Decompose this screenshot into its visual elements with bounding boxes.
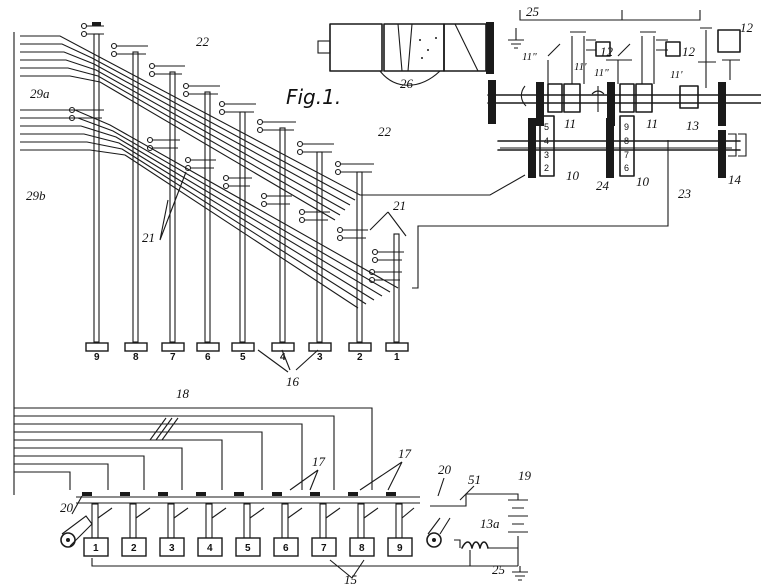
upper-key-6 bbox=[196, 342, 220, 352]
wire-bundle-29a bbox=[13, 32, 412, 495]
label-19: 19 bbox=[518, 468, 532, 483]
wheel-b-digit: 7 bbox=[624, 150, 629, 160]
wheel-a-digit: 4 bbox=[544, 136, 549, 146]
upper-key-label: 6 bbox=[205, 352, 211, 363]
label-20-a: 20 bbox=[60, 500, 74, 515]
upper-key-label: 9 bbox=[94, 352, 100, 363]
label-16: 16 bbox=[286, 374, 300, 389]
lower-key-8 bbox=[349, 537, 375, 557]
upper-key-2 bbox=[348, 342, 372, 352]
upper-keys: 9 8 7 6 5 4 3 2 1 bbox=[85, 342, 409, 363]
label-10-a: 10 bbox=[566, 168, 580, 183]
label-24: 24 bbox=[596, 178, 610, 193]
label-11-a: 11 bbox=[564, 116, 576, 131]
upper-key-label: 2 bbox=[357, 352, 363, 363]
label-23: 23 bbox=[678, 186, 692, 201]
motor-26 bbox=[317, 22, 494, 86]
label-51: 51 bbox=[468, 472, 481, 487]
lower-key-label: 7 bbox=[321, 543, 327, 554]
lower-key-7 bbox=[311, 537, 337, 557]
label-25-top: 25 bbox=[526, 4, 540, 19]
upper-key-label: 8 bbox=[133, 352, 139, 363]
lower-key-4 bbox=[197, 537, 223, 557]
wire-bundle-18 bbox=[14, 407, 373, 490]
label-11-b: 11 bbox=[646, 116, 658, 131]
label-12-top: 12 bbox=[740, 20, 754, 35]
label-14: 14 bbox=[728, 172, 742, 187]
label-12-a: 12 bbox=[600, 44, 614, 59]
label-22-top: 22 bbox=[196, 34, 210, 49]
figure-title: Fig.1. bbox=[286, 85, 341, 109]
lower-key-3 bbox=[159, 537, 185, 557]
upper-key-9 bbox=[85, 342, 109, 352]
wheel-a-digit: 2 bbox=[544, 163, 549, 173]
upper-key-label: 3 bbox=[317, 352, 323, 363]
label-11pp-b: 11" bbox=[594, 67, 609, 79]
label-25-bottom: 25 bbox=[492, 562, 506, 577]
label-20-b: 20 bbox=[438, 462, 452, 477]
wheel-a-digit: 3 bbox=[544, 150, 549, 160]
label-29b: 29b bbox=[26, 188, 46, 203]
wheel-a-digit: 5 bbox=[544, 122, 549, 132]
label-17-a: 17 bbox=[312, 454, 326, 469]
upper-contacts bbox=[68, 22, 404, 284]
feed-wires bbox=[412, 140, 732, 289]
lower-contact-row bbox=[76, 492, 420, 504]
lower-key-label: 8 bbox=[359, 543, 365, 554]
lower-key-1 bbox=[83, 537, 109, 557]
label-22-mid: 22 bbox=[378, 124, 392, 139]
lower-key-label: 6 bbox=[283, 543, 289, 554]
label-18: 18 bbox=[176, 386, 190, 401]
upper-key-4 bbox=[271, 342, 295, 352]
lower-key-label: 3 bbox=[169, 543, 175, 554]
lower-key-label: 5 bbox=[245, 543, 251, 554]
lower-key-label: 9 bbox=[397, 543, 403, 554]
label-21-left: 21 bbox=[142, 230, 155, 245]
lower-keys: 1 2 3 4 5 6 7 8 9 bbox=[83, 503, 415, 557]
label-13: 13 bbox=[686, 118, 700, 133]
upper-key-7 bbox=[161, 342, 185, 352]
lower-key-2 bbox=[121, 537, 147, 557]
label-11p-a: 11' bbox=[574, 61, 587, 73]
relays-12 bbox=[519, 10, 741, 88]
cams-20 bbox=[60, 515, 451, 548]
upper-key-label: 5 bbox=[240, 352, 246, 363]
ground-symbol-top bbox=[508, 28, 524, 49]
label-21-right: 21 bbox=[393, 198, 406, 213]
lower-key-5 bbox=[235, 537, 261, 557]
label-10-b: 10 bbox=[636, 174, 650, 189]
upper-key-label: 4 bbox=[280, 352, 286, 363]
lower-key-label: 4 bbox=[207, 543, 213, 554]
lower-key-label: 2 bbox=[131, 543, 137, 554]
main-shaft bbox=[487, 80, 761, 126]
lower-key-9 bbox=[387, 537, 413, 557]
label-13a: 13a bbox=[480, 516, 500, 531]
upper-key-label: 1 bbox=[394, 352, 400, 363]
upper-key-8 bbox=[124, 342, 148, 352]
upper-key-5 bbox=[231, 342, 255, 352]
label-29a: 29a bbox=[30, 86, 50, 101]
upper-key-stems bbox=[93, 33, 400, 343]
wheel-b-digit: 8 bbox=[624, 136, 629, 146]
label-11pp-a: 11" bbox=[522, 51, 537, 63]
lower-key-6 bbox=[273, 537, 299, 557]
upper-key-label: 7 bbox=[170, 352, 176, 363]
counter-shaft: 5 4 3 2 9 8 7 6 bbox=[497, 115, 747, 178]
wheel-b-digit: 6 bbox=[624, 163, 629, 173]
label-17-b: 17 bbox=[398, 446, 412, 461]
lower-key-label: 1 bbox=[93, 543, 99, 554]
power-circuit bbox=[91, 493, 528, 581]
upper-key-3 bbox=[308, 342, 332, 352]
label-12-b: 12 bbox=[682, 44, 696, 59]
upper-key-1 bbox=[385, 342, 409, 352]
label-26: 26 bbox=[400, 76, 414, 91]
wheel-b-digit: 9 bbox=[624, 122, 629, 132]
label-11p-b: 11' bbox=[670, 69, 683, 81]
